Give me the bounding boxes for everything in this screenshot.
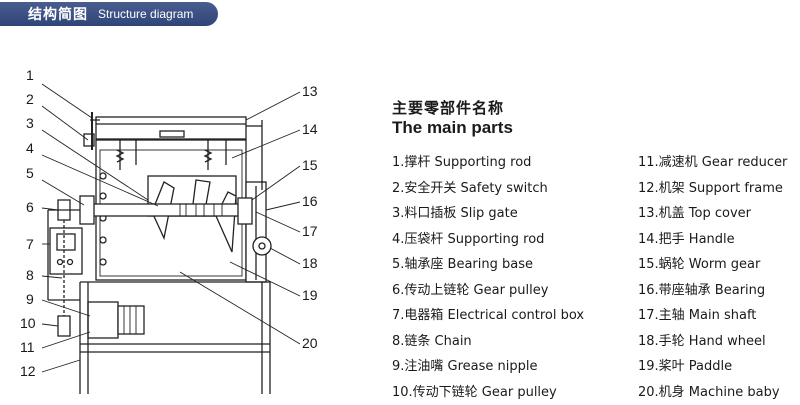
bearing-base (80, 196, 94, 224)
part-item-11: 11.减速机 Gear reducer (638, 150, 787, 176)
callout-20: 20 (302, 335, 318, 351)
callout-11: 11 (20, 339, 35, 355)
parts-list-left: 1.撑杆 Supporting rod 2.安全开关 Safety switch… (392, 150, 584, 405)
callout-14: 14 (302, 121, 318, 137)
parts-list-right: 11.减速机 Gear reducer 12.机架 Support frame … (638, 150, 787, 405)
electrical-box (50, 228, 82, 274)
callout-1: 1 (26, 67, 34, 83)
callout-13: 13 (302, 83, 318, 99)
worm-gear (238, 198, 252, 224)
callout-17: 17 (302, 223, 318, 239)
part-item-18: 18.手轮 Hand wheel (638, 329, 787, 355)
callout-16: 16 (302, 193, 318, 209)
part-item-12: 12.机架 Support frame (638, 176, 787, 202)
callout-7: 7 (26, 236, 34, 252)
callout-19: 19 (302, 287, 318, 303)
part-item-10: 10.传动下链轮 Gear pulley (392, 380, 584, 405)
callout-2: 2 (26, 91, 34, 107)
callout-9: 9 (26, 291, 34, 307)
part-item-19: 19.桨叶 Paddle (638, 354, 787, 380)
part-item-20: 20.机身 Machine baby (638, 380, 787, 405)
part-item-7: 7.电器箱 Electrical control box (392, 303, 584, 329)
part-item-5: 5.轴承座 Bearing base (392, 252, 584, 278)
part-item-1: 1.撑杆 Supporting rod (392, 150, 584, 176)
part-item-9: 9.注油嘴 Grease nipple (392, 354, 584, 380)
parts-title-en: The main parts (392, 118, 513, 138)
part-item-14: 14.把手 Handle (638, 227, 787, 253)
parts-title-cn: 主要零部件名称 (392, 97, 504, 118)
callout-4: 4 (26, 140, 34, 156)
motor (118, 306, 144, 334)
callout-3: 3 (26, 115, 34, 131)
gear-reducer (88, 302, 118, 338)
top-cover (96, 117, 246, 139)
part-item-8: 8.链条 Chain (392, 329, 584, 355)
callout-8: 8 (26, 267, 34, 283)
part-item-3: 3.料口插板 Slip gate (392, 201, 584, 227)
hand-wheel (253, 237, 271, 255)
lower-gear-pulley (58, 316, 70, 336)
part-item-15: 15.蜗轮 Worm gear (638, 252, 787, 278)
callout-12: 12 (20, 363, 36, 379)
callout-15: 15 (302, 157, 318, 173)
part-item-4: 4.压袋杆 Supporting rod (392, 227, 584, 253)
callout-5: 5 (26, 165, 34, 181)
part-item-2: 2.安全开关 Safety switch (392, 176, 584, 202)
part-item-17: 17.主轴 Main shaft (638, 303, 787, 329)
part-item-13: 13.机盖 Top cover (638, 201, 787, 227)
part-item-6: 6.传动上链轮 Gear pulley (392, 278, 584, 304)
callout-6: 6 (26, 199, 34, 215)
main-shaft (92, 204, 256, 216)
callout-18: 18 (302, 255, 318, 271)
part-item-16: 16.带座轴承 Bearing (638, 278, 787, 304)
callout-10: 10 (20, 315, 36, 331)
